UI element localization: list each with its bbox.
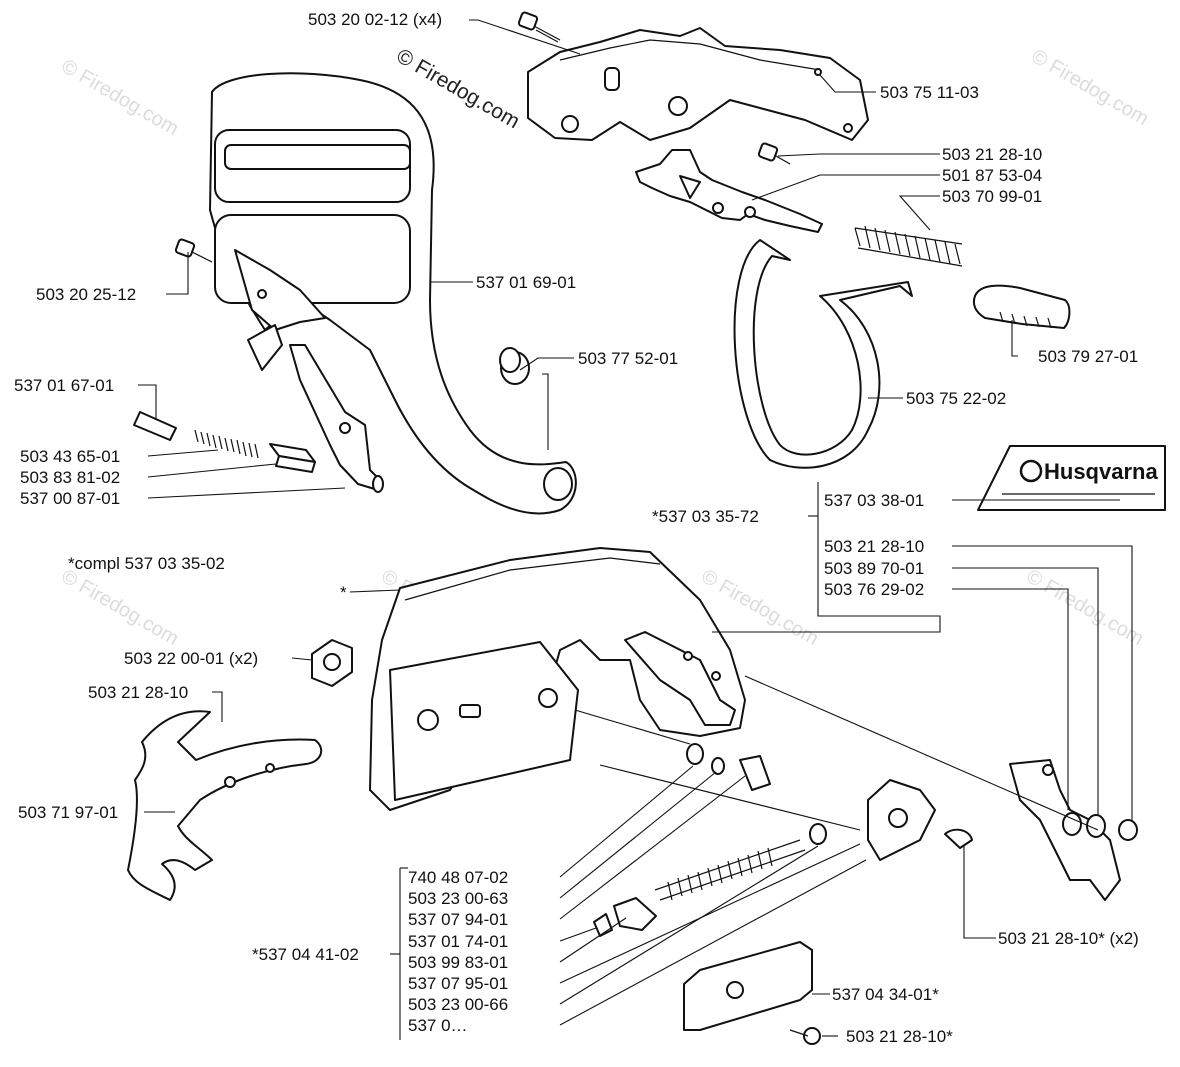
label-503-70-99-01: 503 70 99-01: [942, 187, 1042, 206]
front-handle-part: [209, 72, 577, 515]
label-503-21-28-10-bottom: 503 21 28-10*: [846, 1027, 953, 1046]
label-537-07-95-01: 537 07 95-01: [408, 974, 508, 993]
label-503-20-25-12: 503 20 25-12: [36, 285, 136, 304]
label-537-truncated: 537 0…: [408, 1016, 468, 1035]
label-537-01-74-01: 537 01 74-01: [408, 932, 508, 951]
washer-set-part: [1062, 812, 1138, 841]
spring-small-part: [194, 429, 259, 459]
note-asterisk: *: [340, 583, 347, 602]
clip-part: [133, 411, 177, 441]
small-cover-part: [972, 284, 1071, 329]
screw-bottom-part: [789, 1027, 821, 1045]
label-503-23-00-63: 503 23 00-63: [408, 889, 508, 908]
label-503-20-02-12: 503 20 02-12 (x4): [308, 10, 442, 29]
watermark-tile: © Firedog.com: [1028, 45, 1153, 130]
husqvarna-decal: Husqvarna: [977, 445, 1166, 511]
label-503-79-27-01: 503 79 27-01: [1038, 347, 1138, 366]
label-503-75-11-03: 503 75 11-03: [880, 83, 979, 102]
label-503-43-65-01: 503 43 65-01: [20, 447, 120, 466]
lower-cover-part: [683, 941, 813, 1031]
nut-part: [311, 639, 353, 687]
label-503-99-83-01: 503 99 83-01: [408, 953, 508, 972]
screw-left-part: [174, 238, 213, 263]
label-503-23-00-66: 503 23 00-66: [408, 995, 508, 1014]
watermark-tile: © Firedog.com: [1023, 565, 1148, 650]
clutch-cover-part: [369, 547, 746, 811]
spike-bumper-part: [127, 710, 323, 901]
label-537-07-94-01: 537 07 94-01: [408, 910, 508, 929]
latch-part: [289, 344, 384, 493]
label-537-04-34-01: 537 04 34-01*: [832, 985, 939, 1004]
label-503-22-00-01: 503 22 00-01 (x2): [124, 649, 258, 668]
watermark-tile: © Firedog.com: [58, 55, 183, 140]
screw-mid-part: [757, 142, 791, 165]
note-compl: *compl 537 03 35-02: [68, 554, 225, 573]
tensioner-parts: [593, 743, 827, 937]
screw-top-part: [517, 11, 561, 43]
part-labels: 503 20 02-12 (x4) 503 75 11-03 503 21 28…: [14, 10, 1139, 1046]
label-503-76-29-02: 503 76 29-02: [824, 580, 924, 599]
bushing-part: [499, 347, 530, 385]
label-537-00-87-01: 537 00 87-01: [20, 489, 120, 508]
husqvarna-logo-icon: [1019, 459, 1043, 483]
label-537-03-35-72: *537 03 35-72: [652, 507, 759, 526]
brake-lever-part: [635, 149, 823, 233]
label-503-21-28-10-left: 503 21 28-10: [88, 683, 188, 702]
label-503-83-81-02: 503 83 81-02: [20, 468, 120, 487]
spring-part: [854, 225, 963, 267]
label-501-87-53-04: 501 87 53-04: [942, 166, 1042, 185]
watermark-tile: © Firedog.com: [58, 565, 183, 650]
label-503-75-22-02: 503 75 22-02: [906, 389, 1006, 408]
label-503-71-97-01: 503 71 97-01: [18, 803, 118, 822]
brand-logo-text: Husqvarna: [1044, 459, 1158, 484]
brake-band-part: [733, 239, 913, 469]
label-503-77-52-01: 503 77 52-01: [578, 349, 678, 368]
block-part: [269, 443, 316, 473]
label-503-21-28-10-top: 503 21 28-10: [942, 145, 1042, 164]
label-537-04-41-02: *537 04 41-02: [252, 945, 359, 964]
label-740-48-07-02: 740 48 07-02: [408, 868, 508, 887]
label-537-01-67-01: 537 01 67-01: [14, 376, 114, 395]
bracket-plate-part: [867, 779, 973, 861]
label-503-89-70-01: 503 89 70-01: [824, 559, 924, 578]
leader-lines: [138, 19, 1133, 1040]
label-503-21-28-10-right: 503 21 28-10: [824, 537, 924, 556]
label-503-21-28-10-x2: 503 21 28-10* (x2): [998, 929, 1139, 948]
blade-guard-part: [527, 27, 869, 141]
label-537-03-38-01: 537 03 38-01: [824, 491, 924, 510]
label-537-01-69-01: 537 01 69-01: [476, 273, 576, 292]
